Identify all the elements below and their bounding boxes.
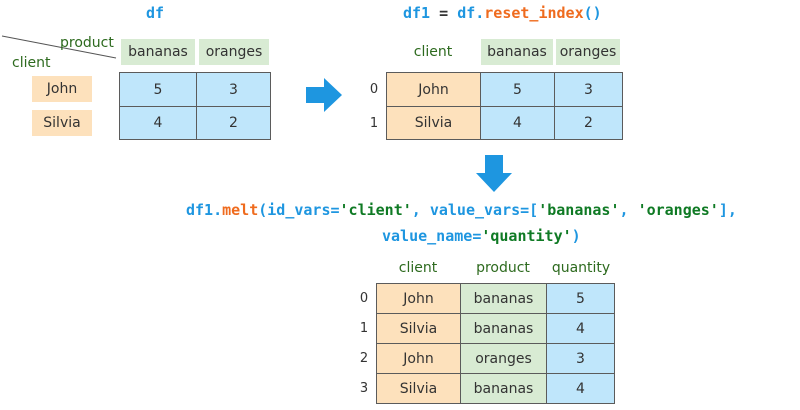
melt-code-line-2: value_name='quantity') bbox=[382, 227, 581, 245]
melt-code-line-1: df1.melt(id_vars='client', value_vars=['… bbox=[186, 201, 737, 219]
melt-product-cell: bananas bbox=[460, 313, 547, 344]
melt-product-cell: bananas bbox=[460, 283, 547, 314]
df-cell: 2 bbox=[196, 106, 271, 140]
df1-index-1: 1 bbox=[369, 115, 379, 131]
df1-cell: 4 bbox=[480, 106, 555, 140]
header-diagonal-line bbox=[1, 35, 117, 59]
df1-col-header-bananas: bananas bbox=[481, 39, 553, 65]
df-code-label: df bbox=[146, 4, 165, 22]
melt-client-cell: John bbox=[376, 343, 461, 374]
df1-client-cell: Silvia bbox=[386, 106, 481, 140]
melt-client-cell: John bbox=[376, 283, 461, 314]
melt-product-cell: oranges bbox=[460, 343, 547, 374]
df-col-header-oranges: oranges bbox=[199, 39, 269, 65]
melt-product-cell: bananas bbox=[460, 373, 547, 404]
df-cell: 3 bbox=[196, 72, 271, 107]
index-axis-label: client bbox=[12, 55, 51, 71]
df-col-header-bananas: bananas bbox=[121, 39, 195, 65]
melt-quantity-cell: 3 bbox=[546, 343, 615, 374]
melt-quantity-cell: 5 bbox=[546, 283, 615, 314]
melt-col-header-client: client bbox=[398, 260, 438, 276]
df1-col-header-client: client bbox=[413, 44, 453, 60]
df-cell: 5 bbox=[119, 72, 197, 107]
melt-col-header-product: product bbox=[476, 260, 530, 276]
melt-client-cell: Silvia bbox=[376, 313, 461, 344]
melt-index-1: 1 bbox=[359, 321, 369, 336]
melt-col-header-quantity: quantity bbox=[551, 260, 611, 276]
melt-client-cell: Silvia bbox=[376, 373, 461, 404]
df1-col-header-oranges: oranges bbox=[556, 39, 620, 65]
melt-quantity-cell: 4 bbox=[546, 313, 615, 344]
right-arrow-icon bbox=[306, 78, 342, 112]
columns-axis-label: product bbox=[60, 35, 114, 51]
df1-client-cell: John bbox=[386, 72, 481, 107]
df1-index-0: 0 bbox=[369, 82, 379, 97]
melt-quantity-cell: 4 bbox=[546, 373, 615, 404]
down-arrow-icon bbox=[476, 155, 512, 192]
melt-index-3: 3 bbox=[359, 381, 369, 396]
df1-code-label: df1 = df.reset_index() bbox=[403, 4, 602, 22]
df1-cell: 3 bbox=[554, 72, 623, 107]
df-index-john: John bbox=[32, 76, 92, 102]
df1-cell: 2 bbox=[554, 106, 623, 140]
melt-index-0: 0 bbox=[359, 291, 369, 306]
df-cell: 4 bbox=[119, 106, 197, 140]
df-index-silvia: Silvia bbox=[32, 110, 92, 136]
df1-cell: 5 bbox=[480, 72, 555, 107]
melt-index-2: 2 bbox=[359, 351, 369, 366]
